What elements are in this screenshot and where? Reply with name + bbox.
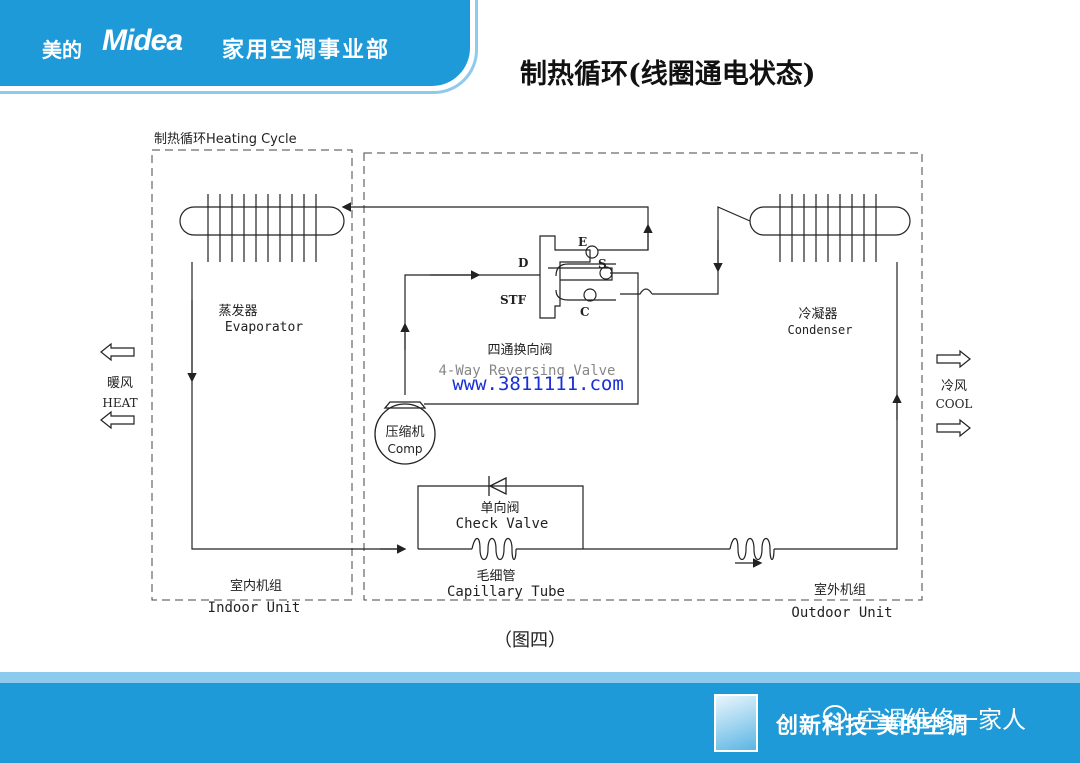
indoor-unit-label-cn: 室内机组	[230, 578, 282, 594]
header-arc	[0, 0, 478, 94]
evaporator-coil	[179, 194, 345, 262]
cool-label-cn: 冷风	[941, 379, 967, 394]
compressor-label-cn: 压缩机	[385, 424, 424, 440]
valve-port-e: E	[578, 235, 587, 249]
watermark-url: www.3811111.com	[452, 373, 624, 395]
compressor-symbol	[374, 401, 436, 465]
brand-cn: 美的	[42, 38, 82, 62]
evaporator-label-en: Evaporator	[225, 320, 303, 335]
refrigerant-piping	[187, 202, 902, 568]
check-valve-label-en: Check Valve	[456, 516, 549, 532]
capillary-coil-left	[471, 537, 517, 561]
footer-banner	[0, 683, 1080, 763]
valve-port-s: S	[598, 257, 607, 271]
division-name: 家用空调事业部	[222, 38, 391, 63]
evaporator-label-cn: 蒸发器	[218, 303, 257, 319]
heat-label-en: HEAT	[102, 396, 137, 410]
indoor-unit-box	[151, 149, 353, 601]
valve-port-d: D	[518, 256, 528, 270]
valve-port-c: C	[580, 305, 590, 319]
header-banner	[0, 0, 470, 86]
condenser-label-en: Condenser	[787, 323, 852, 337]
condenser-label-cn: 冷凝器	[798, 306, 837, 322]
cool-label-en: COOL	[936, 397, 973, 411]
footer-slogan: 创新科技 美的空调	[776, 714, 969, 739]
brand-logo: Midea	[102, 24, 183, 57]
figure-caption: （图四）	[494, 630, 566, 651]
capillary-label-en: Capillary Tube	[447, 584, 565, 600]
outdoor-unit-label-cn: 室外机组	[814, 582, 866, 598]
cycle-label: 制热循环Heating Cycle	[154, 132, 297, 147]
check-valve-symbol	[488, 476, 507, 496]
cool-airflow-arrows	[936, 349, 971, 438]
capillary-label-cn: 毛细管	[476, 569, 515, 584]
slide-title: 制热循环(线圈通电状态)	[520, 59, 816, 90]
indoor-unit-label-en: Indoor Unit	[208, 600, 301, 616]
heat-airflow-arrows	[100, 342, 135, 430]
creator-logo-icon	[714, 694, 758, 752]
wechat-icon	[823, 705, 847, 725]
footer-stripe	[0, 672, 1080, 683]
wechat-account: 空调维修一家人	[858, 706, 1026, 734]
valve-label-cn: 四通换向阀	[487, 342, 552, 358]
valve-label-en: 4-Way Reversing Valve	[438, 363, 615, 379]
valve-stf-label: STF	[500, 293, 527, 307]
outdoor-unit-box	[363, 152, 923, 601]
check-valve-label-cn: 单向阀	[480, 500, 519, 516]
outdoor-unit-label-en: Outdoor Unit	[791, 605, 892, 621]
compressor-label-en: Comp	[387, 442, 422, 456]
condenser-coil	[749, 194, 911, 262]
capillary-coil-right	[729, 537, 775, 561]
heat-label-cn: 暖风	[107, 376, 133, 391]
four-way-valve-body	[539, 235, 616, 319]
